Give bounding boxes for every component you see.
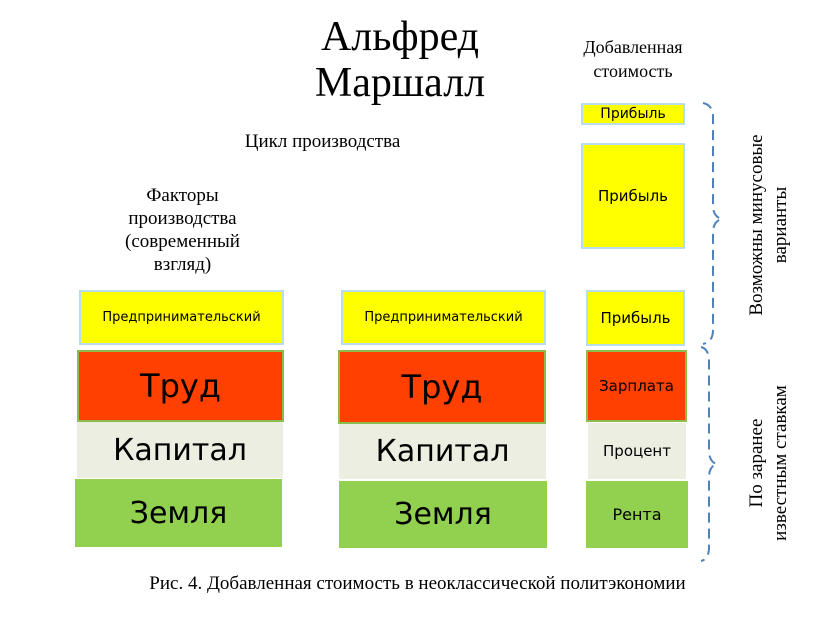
brace-bottom [700,346,718,562]
capital-box: Капитал [77,422,283,478]
value-added-heading: Добавленная стоимость [553,35,713,83]
rent-box: Рента [586,481,688,548]
cycle-label: Цикл производства [244,131,401,152]
wage-box: Зарплата [586,350,687,422]
braces [700,102,723,562]
title-line: Альфред [320,14,480,60]
caption: Рис. 4. Добавленная стоимость в неокласс… [149,573,686,594]
title-line: Маршалл [314,60,486,106]
factors-line: (современный [125,231,240,252]
factors-line: производства [128,208,237,229]
labor-box: Труд [338,350,546,424]
factors-line: Факторы [146,185,219,206]
interest-box: Процент [588,423,686,479]
profit-box: Прибыль [586,290,685,346]
factors-line: взгляд) [153,254,212,275]
brace-top [702,102,723,345]
land-box: Земля [339,481,547,548]
label-line: По заранее [746,418,767,508]
label-line: Возможны минусовые [746,134,767,316]
profit-large-box: Прибыль [581,143,685,249]
capital-box: Капитал [339,424,546,479]
land-box: Земля [75,479,282,547]
heading-line: стоимость [593,61,673,81]
heading-line: Добавленная [583,37,683,57]
label-line: варианты [770,186,791,264]
entrepreneur-box: Предпринимательский [341,290,546,345]
profit-small-box: Прибыль [581,103,685,125]
entrepreneur-box: Предпринимательский [79,290,284,345]
labor-box: Труд [77,350,284,422]
label-line: известным ставкам [770,385,791,541]
